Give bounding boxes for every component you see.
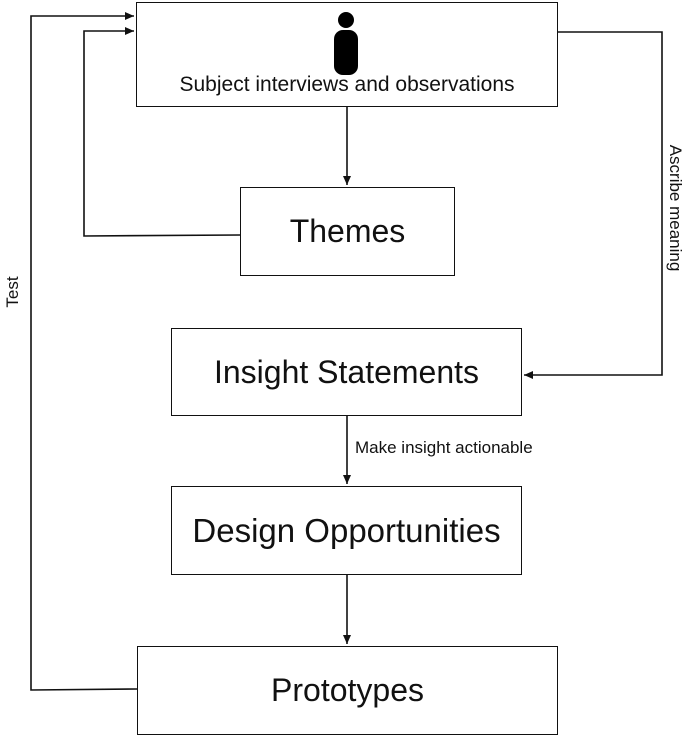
node-prototypes-label: Prototypes: [271, 672, 424, 708]
edge-label-test: Test: [3, 276, 22, 308]
arrow-themes-to-subject: [83, 27, 241, 237]
node-subject-interviews: Subject interviews and observations: [136, 2, 558, 107]
node-prototypes: Prototypes: [137, 646, 558, 735]
node-themes-label: Themes: [289, 213, 406, 249]
edge-label-make-actionable: Make insight actionable: [355, 438, 533, 457]
arrow-ascribe-meaning: [524, 31, 663, 379]
node-subject-label: Subject interviews and observations: [179, 73, 515, 96]
node-insight-label: Insight Statements: [213, 353, 480, 390]
person-icon: [334, 12, 358, 75]
edge-label-ascribe-meaning: Ascribe meaning: [666, 144, 685, 272]
arrow-test-loop: [30, 12, 138, 691]
node-themes: Themes: [240, 187, 455, 276]
node-insight-statements: Insight Statements: [171, 328, 522, 416]
node-design-opportunities: Design Opportunities: [171, 486, 522, 575]
node-design-label: Design Opportunities: [192, 511, 501, 549]
